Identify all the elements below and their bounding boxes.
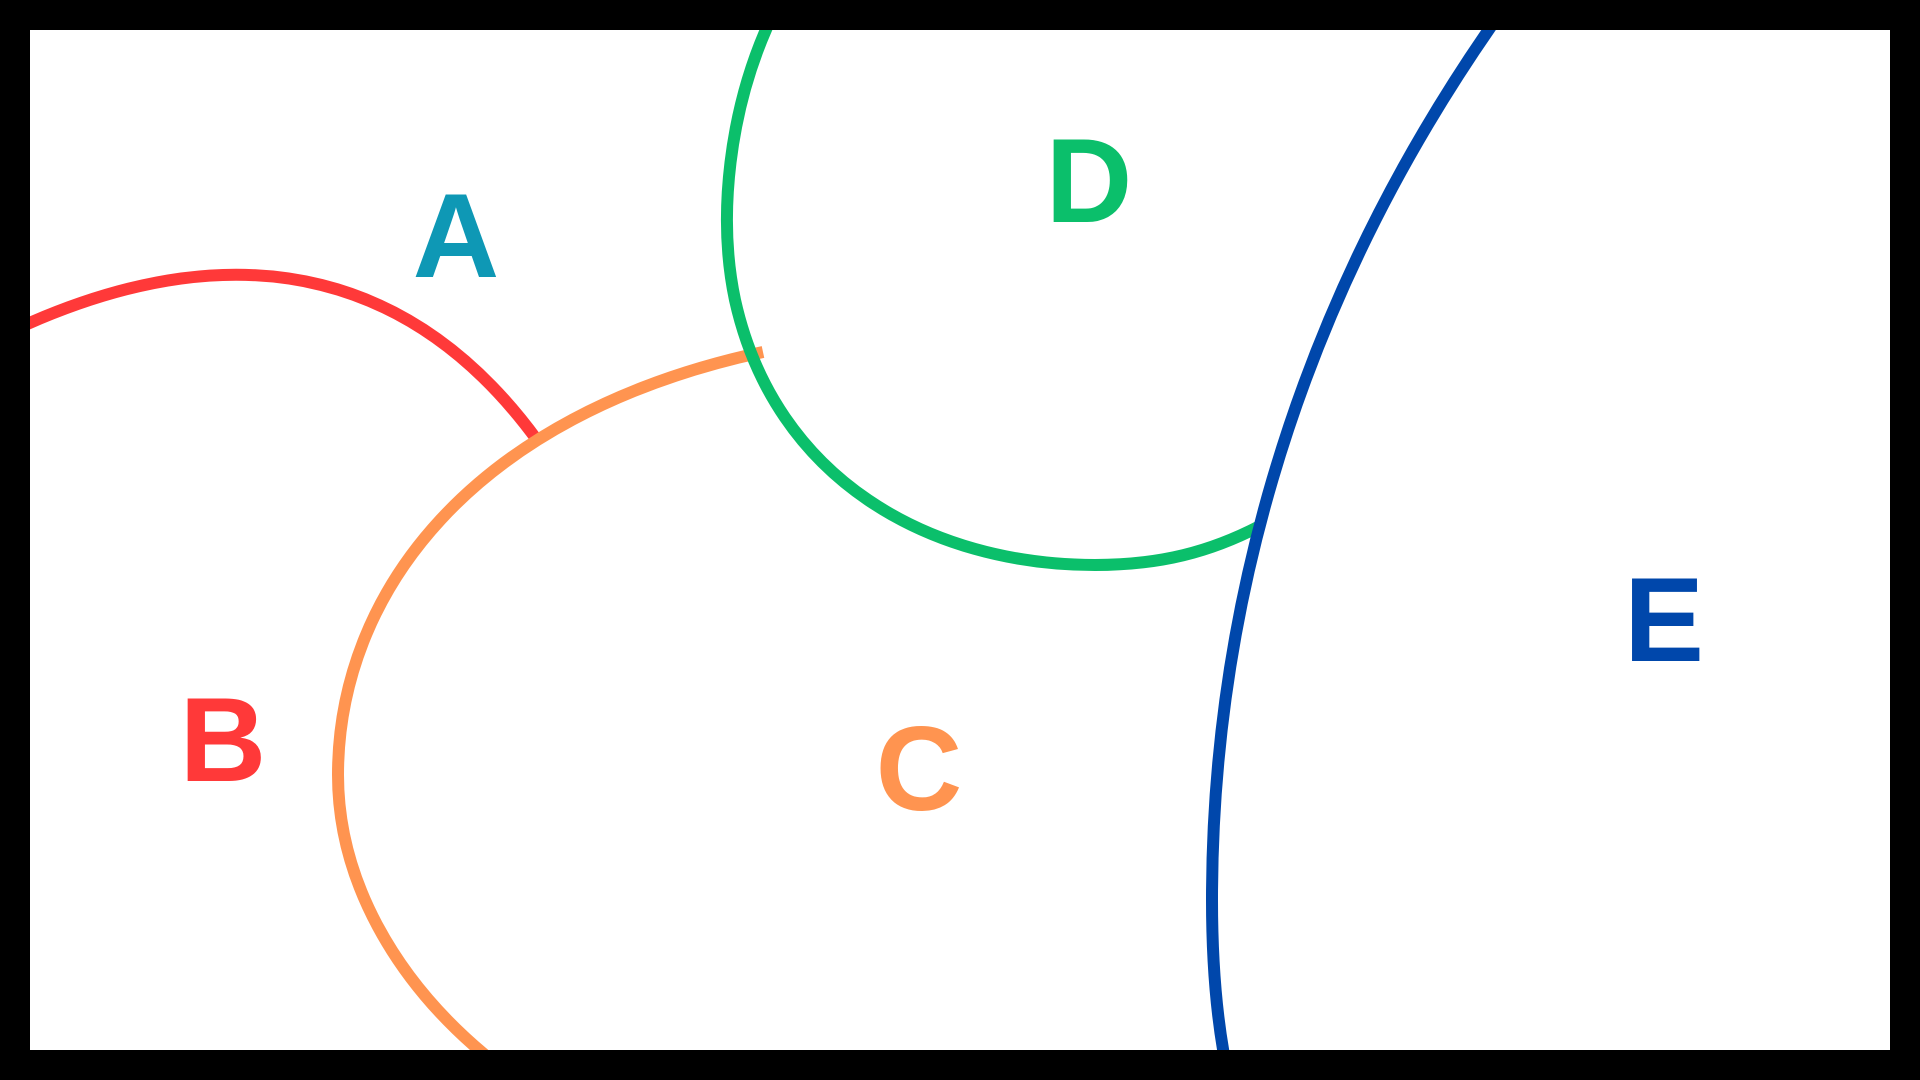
region-label-b: B — [180, 673, 267, 807]
region-label-d: D — [1046, 114, 1133, 248]
boundary-e-curve — [1205, 30, 1496, 1050]
region-label-c: C — [876, 702, 963, 836]
region-label-a: A — [413, 169, 500, 303]
region-label-e: E — [1624, 553, 1704, 687]
boundary-c-curve — [331, 346, 765, 1050]
boundary-b-curve — [30, 268, 542, 444]
boundary-d-curve — [721, 30, 1263, 572]
